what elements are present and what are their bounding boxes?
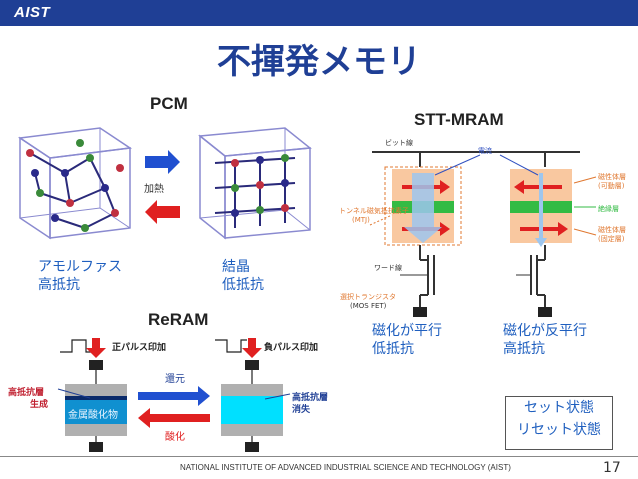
reduction-label: 還元 bbox=[165, 374, 185, 385]
reverse-arrow bbox=[145, 200, 180, 224]
fixed-layer-sub: (固定層) bbox=[598, 235, 625, 243]
heating-label: 加熱 bbox=[144, 184, 164, 195]
metal-oxide-label: 金属酸化物 bbox=[68, 410, 118, 421]
amorphous-label: アモルファス bbox=[38, 259, 122, 275]
layer-vanish-label-2: 消失 bbox=[292, 405, 311, 415]
fixed-layer-label: 磁性体層 bbox=[598, 226, 626, 234]
stt-mram-heading: STT-MRAM bbox=[414, 110, 504, 129]
crystal-resistance: 低抵抗 bbox=[222, 277, 264, 293]
set-state-label: セット状態 bbox=[524, 400, 594, 416]
amorphous-resistance: 高抵抗 bbox=[38, 277, 80, 293]
mtj-abbr: (MTJ) bbox=[352, 216, 370, 224]
parallel-resistance: 低抵抗 bbox=[372, 341, 414, 357]
layer-vanish-label: 高抵抗層 bbox=[292, 393, 329, 403]
state-legend-box: セット状態 リセット状態 bbox=[505, 396, 613, 450]
parallel-state-label: 磁化が平行 bbox=[372, 323, 442, 339]
reram-diagram bbox=[57, 338, 291, 452]
free-layer-label: 磁性体層 bbox=[598, 173, 626, 181]
footer-institute: NATIONAL INSTITUTE OF ADVANCED INDUSTRIA… bbox=[180, 463, 511, 472]
transistor-abbr: (MOS FET) bbox=[350, 302, 387, 310]
transistor-label: 選択トランジスタ bbox=[340, 293, 396, 301]
reram-heading: ReRAM bbox=[148, 310, 209, 329]
pcm-crystal-diagram bbox=[17, 127, 312, 240]
page-number: 17 bbox=[603, 460, 621, 476]
oxidation-label: 酸化 bbox=[165, 432, 185, 443]
crystal-structure bbox=[198, 127, 312, 240]
wordline-label: ワード線 bbox=[374, 264, 402, 272]
antiparallel-resistance: 高抵抗 bbox=[503, 341, 545, 357]
crystal-label: 結晶 bbox=[222, 259, 250, 275]
positive-pulse-label: 正パルス印加 bbox=[112, 343, 167, 353]
stt-mram-diagram bbox=[369, 151, 597, 317]
aist-logo: AIST bbox=[14, 4, 51, 21]
bitline-label: ビット線 bbox=[385, 139, 413, 147]
pcm-heading: PCM bbox=[150, 94, 188, 113]
amorphous-structure bbox=[17, 127, 133, 240]
footer-divider bbox=[0, 456, 638, 457]
header-bar bbox=[0, 0, 638, 26]
heating-arrow bbox=[145, 150, 180, 174]
free-layer-sub: (可動層) bbox=[598, 182, 625, 190]
barrier-label: 絶縁層 bbox=[598, 205, 619, 213]
high-resistance-layer-formed: 生成 bbox=[30, 400, 49, 410]
mtj-label: トンネル磁気抵抗素子 bbox=[339, 207, 409, 215]
page-title: 不揮発メモリ bbox=[217, 42, 421, 82]
current-label: 電流 bbox=[478, 147, 492, 155]
antiparallel-state-label: 磁化が反平行 bbox=[503, 323, 587, 339]
high-resistance-layer-label: 高抵抗層 bbox=[8, 388, 45, 398]
negative-pulse-label: 負パルス印加 bbox=[264, 343, 319, 353]
reset-state-label: リセット状態 bbox=[517, 422, 601, 438]
